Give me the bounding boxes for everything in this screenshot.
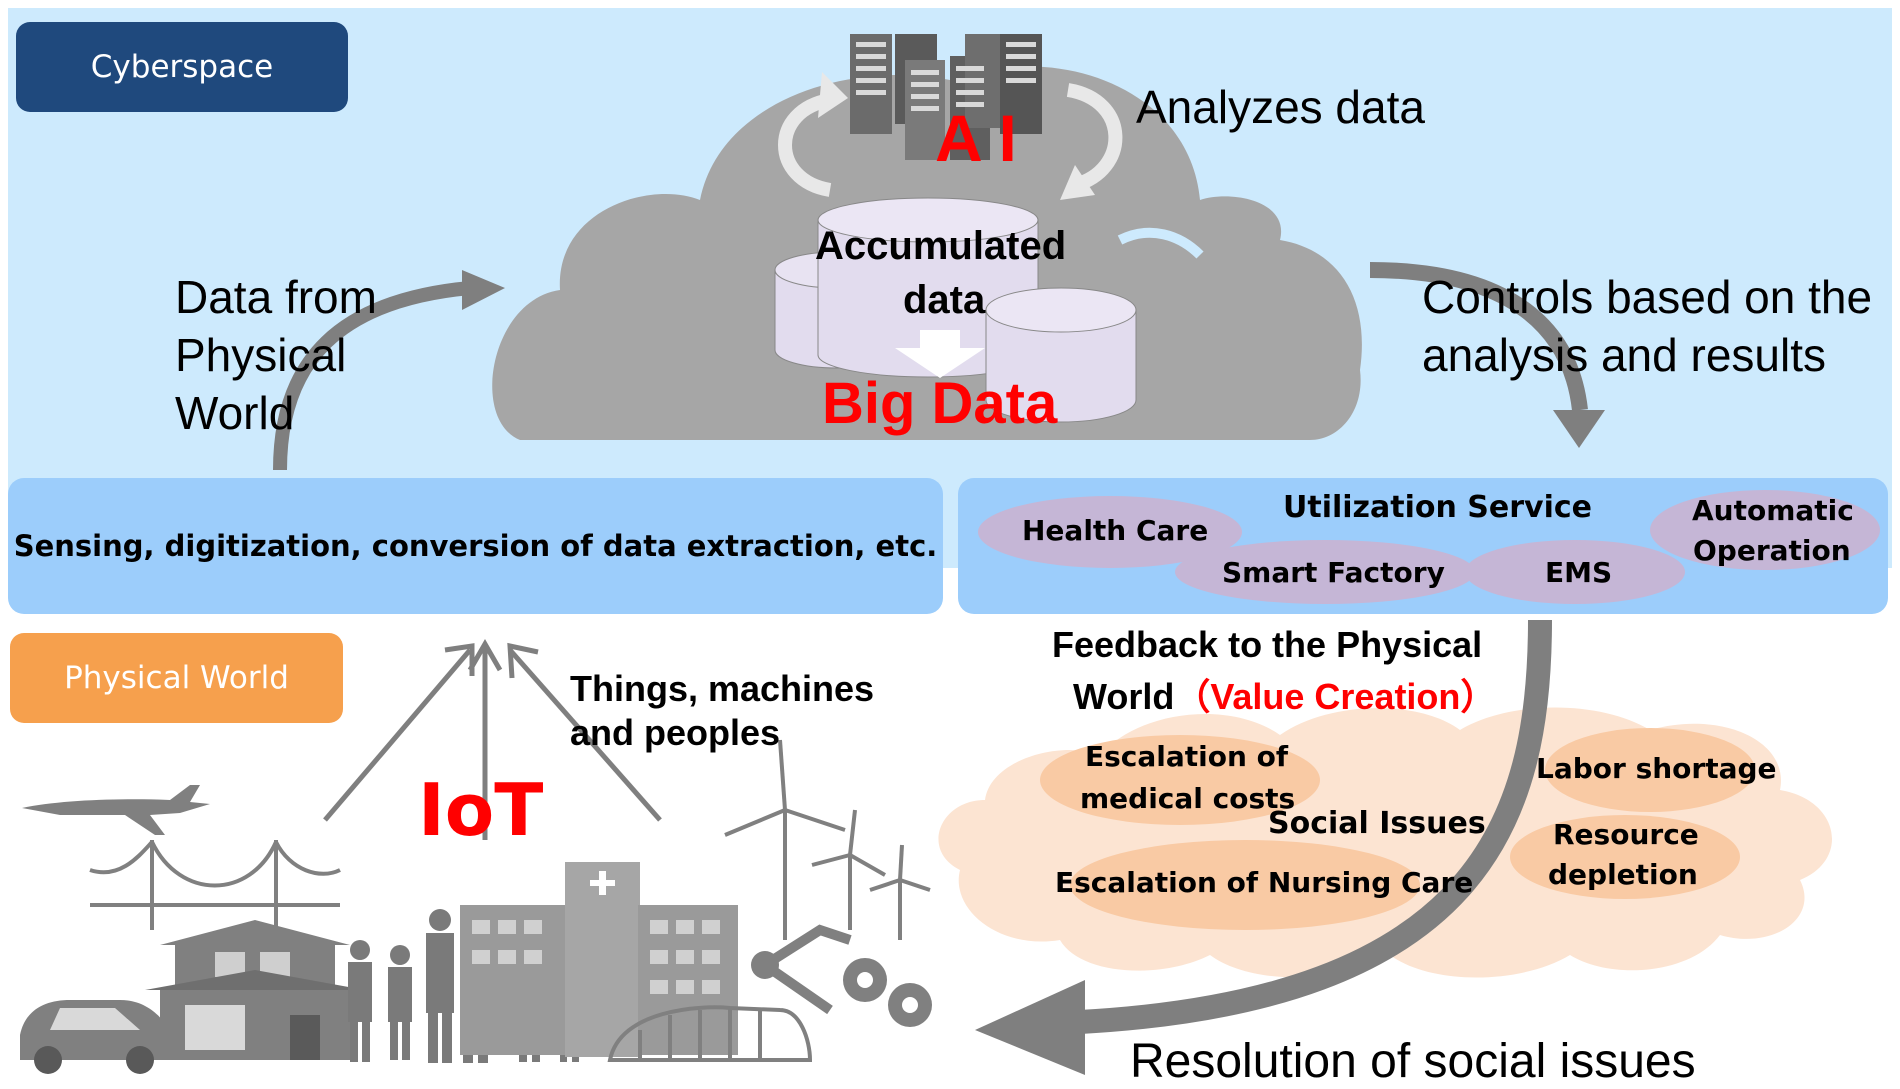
bigdata-label: Big Data: [822, 371, 1058, 436]
accumulated-label-line1: Accumulated: [815, 224, 1067, 268]
bridge-icon: [89, 840, 341, 930]
utilization-item-health-care: Health Care: [1022, 514, 1209, 547]
social-issues-title: Social Issues: [1268, 806, 1486, 841]
physical-world-label: Physical World: [64, 660, 289, 696]
data-up-arrow: [273, 270, 505, 471]
social-issue-medical-line2: medical costs: [1080, 782, 1296, 815]
wind-turbine-icon: [724, 739, 931, 940]
feedback-arrow: [975, 619, 1552, 1075]
controls-line2: analysis and results: [1422, 329, 1826, 381]
data-from-line2: Physical: [175, 329, 347, 381]
iot-arrows: [323, 648, 662, 840]
ai-label: A I: [935, 101, 1017, 175]
airplane-icon: [22, 785, 210, 835]
things-line2: and peoples: [570, 712, 781, 753]
social-issue-medical-line1: Escalation of: [1085, 740, 1289, 773]
robot-joint-icon: [751, 951, 779, 979]
cycle-arrows-icon: [778, 83, 1123, 197]
cyberspace-badge: Cyberspace: [16, 22, 348, 112]
accumulated-label-line2: data: [903, 278, 986, 322]
controls-line1: Controls based on the: [1422, 271, 1873, 323]
social-issue-nursing: Escalation of Nursing Care: [1055, 866, 1474, 899]
physical-world-badge: Physical World: [10, 633, 343, 723]
iot-label: IoT: [418, 768, 544, 852]
resolution-label: Resolution of social issues: [1130, 1035, 1696, 1088]
feedback-world: World: [1073, 676, 1175, 717]
cyberspace-label: Cyberspace: [90, 49, 274, 85]
feedback-value-creation: （Value Creation）: [1174, 676, 1497, 717]
social-issue-ellipses: [1040, 728, 1755, 930]
city-illustration: [20, 739, 932, 1074]
data-from-line3: World: [175, 387, 295, 439]
feedback-line2: World（Value Creation）: [1073, 668, 1496, 720]
feedback-line1: Feedback to the Physical: [1052, 624, 1483, 665]
data-from-line1: Data from: [175, 271, 377, 323]
car-icon: [20, 1000, 170, 1074]
server-racks-icon: [850, 34, 1042, 160]
social-issue-resource-line1: Resource: [1553, 818, 1699, 851]
house-icon: [145, 920, 365, 1060]
sensing-band: Sensing, digitization, conversion of dat…: [8, 478, 943, 614]
database-cylinders-icon: [774, 197, 1137, 423]
utilization-item-smart-factory: Smart Factory: [1222, 556, 1445, 589]
utilization-item-automatic: Automatic: [1692, 494, 1854, 527]
iot-arrowheads: [444, 638, 539, 679]
analyzes-label: Analyzes data: [1136, 81, 1425, 133]
utilization-item-operation: Operation: [1693, 534, 1851, 567]
things-line1: Things, machines: [570, 668, 875, 709]
social-issue-labor: Labor shortage: [1536, 752, 1777, 785]
sensing-text: Sensing, digitization, conversion of dat…: [13, 529, 938, 563]
social-issue-resource-line2: depletion: [1548, 858, 1698, 891]
hospital-icon: [460, 862, 738, 1057]
cycle-arrowhead-right: [1060, 165, 1095, 200]
utilization-title: Utilization Service: [1283, 490, 1593, 525]
controls-arrow: [1369, 262, 1605, 448]
cycle-arrowhead-left: [818, 72, 848, 118]
greenhouse-icon: [607, 1005, 813, 1062]
utilization-item-ems: EMS: [1545, 556, 1613, 589]
